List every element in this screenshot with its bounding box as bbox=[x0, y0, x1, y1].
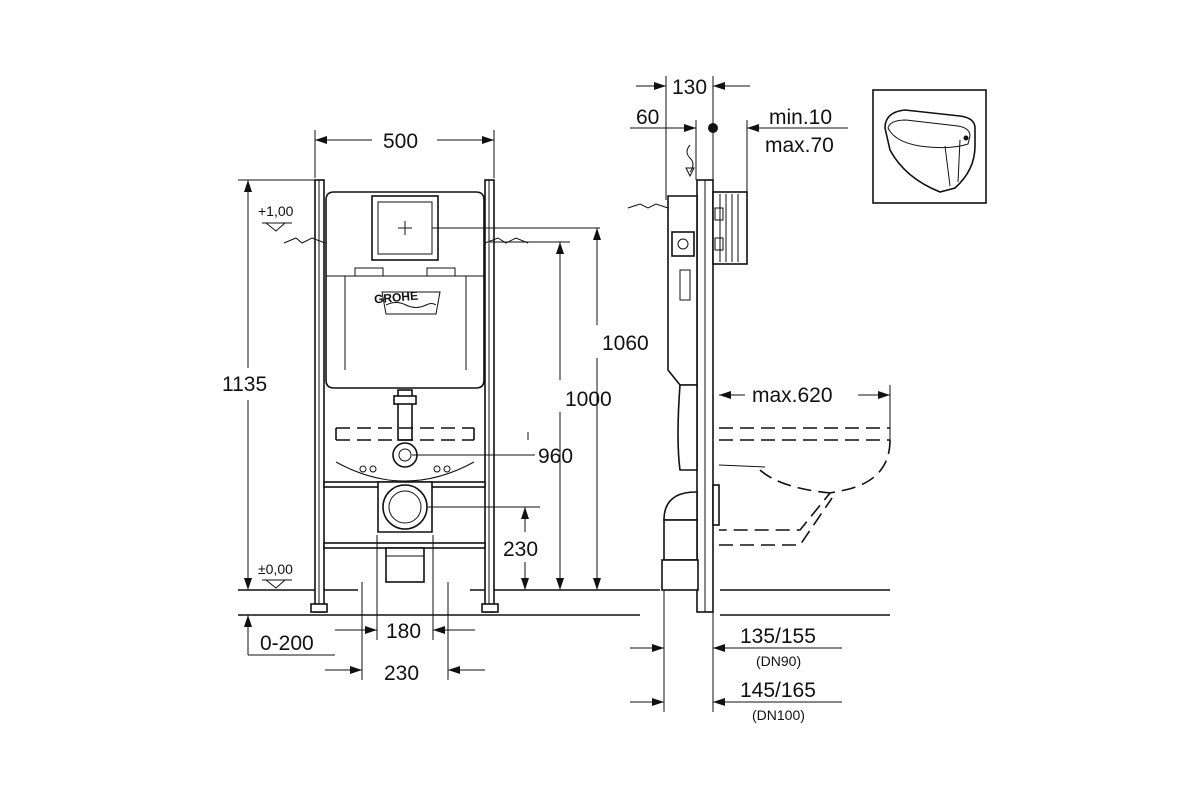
dim-floor-adjust-label: 0-200 bbox=[260, 632, 314, 655]
dim-pipe-dn90-label: 135/155 bbox=[740, 625, 816, 648]
dim-depth-130-label: 130 bbox=[672, 76, 707, 99]
dim-pipe-dn90-sub: (DN90) bbox=[756, 653, 801, 669]
dim-depth-60 bbox=[630, 120, 697, 180]
dim-pipe-dn100-sub: (DN100) bbox=[752, 707, 805, 723]
brand-logo: GROHE bbox=[373, 289, 418, 307]
dim-height-1060 bbox=[432, 227, 601, 590]
dim-pipe-dn100 bbox=[630, 698, 842, 706]
side-water-inlet bbox=[627, 203, 669, 209]
dim-height-230-label: 230 bbox=[503, 538, 538, 561]
level-mark-floor bbox=[262, 579, 292, 589]
side-flush-pipe bbox=[677, 384, 698, 471]
front-view: GROHE bbox=[222, 130, 640, 685]
dim-pipe-dn100-label: 145/165 bbox=[740, 679, 816, 702]
side-wc-bowl-dashed bbox=[718, 427, 891, 546]
wall-max-label: max.70 bbox=[765, 134, 834, 157]
dim-floor-adjust bbox=[244, 615, 335, 656]
dim-projection-620-label: max.620 bbox=[752, 384, 833, 407]
side-wall-plate bbox=[712, 191, 748, 265]
water-inlet-left bbox=[283, 237, 326, 244]
dim-wall-thickness bbox=[708, 120, 848, 192]
drain-connector bbox=[377, 481, 433, 583]
side-drain-bend bbox=[661, 491, 699, 591]
dim-height-1135-label: 1135 bbox=[222, 373, 267, 396]
dim-depth-60-label: 60 bbox=[636, 106, 659, 129]
dim-projection-620 bbox=[719, 385, 891, 440]
level-mark-top bbox=[262, 222, 292, 232]
dim-height-1000 bbox=[490, 241, 570, 590]
flush-plate-opening bbox=[371, 195, 439, 261]
cistern bbox=[325, 191, 485, 389]
frame-foot-left bbox=[310, 603, 328, 613]
side-bracket bbox=[712, 484, 720, 526]
side-frame-post bbox=[696, 179, 714, 613]
dim-height-1135 bbox=[238, 179, 318, 590]
mounting-bolts bbox=[359, 465, 451, 473]
wc-thumbnail bbox=[872, 89, 987, 204]
level-top-label: +1,00 bbox=[258, 203, 294, 219]
dim-width-500 bbox=[314, 130, 495, 178]
dim-width-230-label: 230 bbox=[384, 662, 419, 685]
dim-width-180 bbox=[335, 535, 475, 640]
dim-width-180-label: 180 bbox=[386, 620, 421, 643]
dim-height-230 bbox=[428, 506, 540, 590]
frame-post-left bbox=[314, 179, 325, 613]
side-cistern bbox=[667, 195, 698, 386]
wc-outline-dashed bbox=[335, 427, 475, 441]
side-supply-arrow bbox=[685, 167, 695, 178]
dim-width-500-label: 500 bbox=[383, 130, 418, 153]
level-floor-label: ±0,00 bbox=[258, 561, 293, 577]
dim-width-230 bbox=[325, 582, 485, 680]
wall-min-label: min.10 bbox=[769, 106, 832, 129]
dim-height-1060-text: 1060 bbox=[602, 332, 649, 355]
frame-foot-right bbox=[481, 603, 499, 613]
bowl-support-arc bbox=[335, 461, 475, 482]
water-inlet-right bbox=[484, 237, 529, 244]
dim-pipe-dn90 bbox=[630, 590, 842, 712]
frame-post-right bbox=[484, 179, 495, 613]
side-view: 130 60 min.10 max.70 max.620 bbox=[627, 76, 891, 723]
dim-height-960-text: 960 bbox=[538, 445, 573, 468]
dim-height-1000-text: 1000 bbox=[565, 388, 612, 411]
